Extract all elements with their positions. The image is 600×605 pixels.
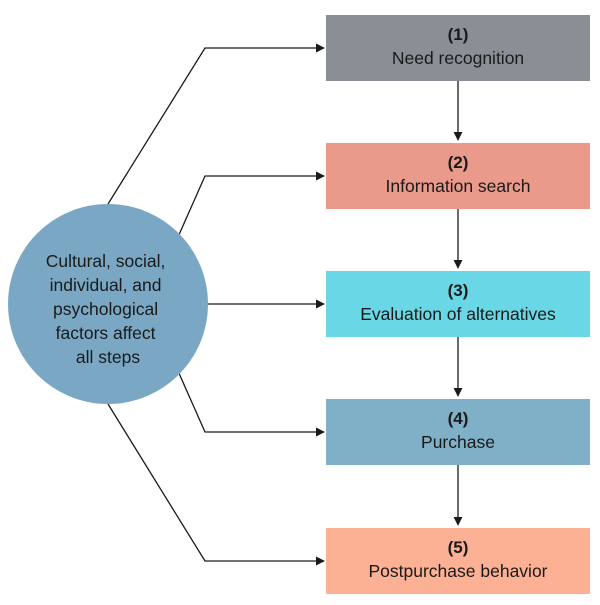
step-1-number: (1) bbox=[448, 25, 469, 44]
factors-text: Cultural, social, individual, and psycho… bbox=[46, 251, 171, 367]
factors-line-3: psychological bbox=[53, 299, 158, 319]
step-1-label: Need recognition bbox=[392, 48, 524, 68]
factors-line-4: factors affect bbox=[56, 323, 156, 343]
factors-circle-shape bbox=[8, 204, 208, 404]
step-5-box: (5) Postpurchase behavior bbox=[326, 528, 590, 594]
step-4-rect bbox=[326, 399, 590, 465]
step-2-number: (2) bbox=[448, 153, 469, 172]
step-1-rect bbox=[326, 15, 590, 81]
factors-circle: Cultural, social, individual, and psycho… bbox=[8, 204, 208, 404]
step-5-rect bbox=[326, 528, 590, 594]
step-3-box: (3) Evaluation of alternatives bbox=[326, 271, 590, 337]
step-5-label: Postpurchase behavior bbox=[369, 561, 548, 581]
connector-to-step-4 bbox=[177, 370, 325, 437]
factors-line-5: all steps bbox=[76, 347, 140, 367]
factors-line-2: individual, and bbox=[50, 275, 162, 295]
factor-connectors bbox=[107, 43, 325, 566]
step-2-label: Information search bbox=[386, 176, 531, 196]
connector-to-step-1 bbox=[107, 43, 325, 205]
step-5-number: (5) bbox=[448, 538, 469, 557]
step-3-label: Evaluation of alternatives bbox=[360, 304, 556, 324]
connector-to-step-5 bbox=[107, 403, 325, 566]
step-3-number: (3) bbox=[448, 281, 469, 300]
step-3-rect bbox=[326, 271, 590, 337]
step-4-label: Purchase bbox=[421, 432, 495, 452]
step-2-box: (2) Information search bbox=[326, 143, 590, 209]
factors-line-1: Cultural, social, bbox=[46, 251, 166, 271]
step-2-rect bbox=[326, 143, 590, 209]
step-4-number: (4) bbox=[448, 409, 469, 428]
connector-to-step-2 bbox=[177, 171, 325, 238]
step-4-box: (4) Purchase bbox=[326, 399, 590, 465]
step-1-box: (1) Need recognition bbox=[326, 15, 590, 81]
